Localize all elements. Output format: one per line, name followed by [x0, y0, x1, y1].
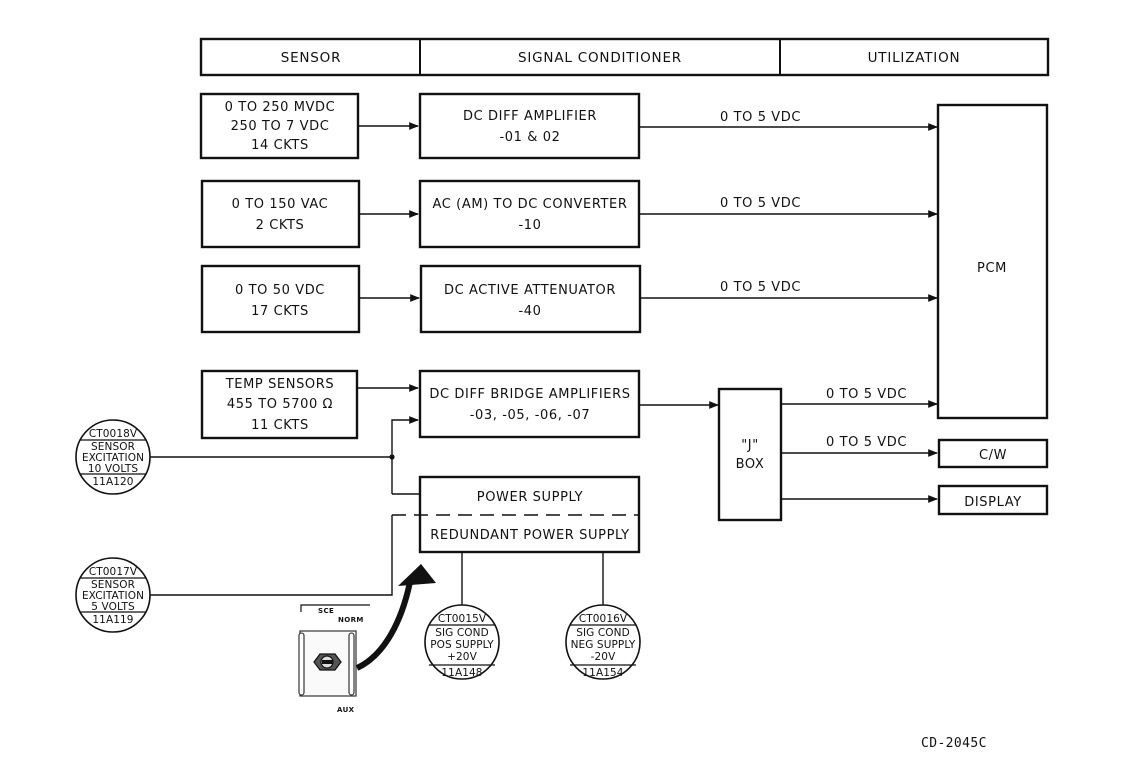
gauge-line: SENSOR [91, 579, 135, 591]
gauge-line: EXCITATION [82, 590, 144, 602]
gauge-line: NEG SUPPLY [571, 639, 636, 651]
switch-bracket [300, 604, 370, 612]
signal-label: 0 TO 5 VDC [826, 387, 907, 402]
gauge-line: 10 VOLTS [88, 463, 138, 475]
sensor-line: TEMP SENSORS [225, 377, 335, 392]
conditioner-line: -01 & 02 [500, 130, 561, 145]
sensor-line: 11 CKTS [251, 418, 309, 433]
sensor-line: 0 TO 250 MVDC [225, 100, 336, 115]
header-frame [199, 37, 1050, 77]
sensor-line: 2 CKTS [256, 218, 305, 233]
signal-label: 0 TO 5 VDC [720, 280, 801, 295]
gauge-line: -20V [591, 651, 616, 663]
conditioner-line: DC ACTIVE ATTENUATOR [444, 283, 616, 298]
gauge-ref: 11A154 [582, 667, 623, 679]
sensor-line: 14 CKTS [251, 138, 309, 153]
gauge-ct0018v: CT0018V SENSOR EXCITATION 10 VOLTS 11A12… [75, 419, 151, 495]
gauge-id: CT0017V [89, 566, 138, 578]
power-supply-box: POWER SUPPLY REDUNDANT POWER SUPPLY [392, 475, 641, 554]
jbox-label: "J" [741, 438, 759, 453]
jbox-label: BOX [736, 457, 765, 472]
gauge-ct0015v: CT0015V SIG COND POS SUPPLY +20V 11A148 [424, 604, 500, 680]
conditioner-box-1: DC DIFF AMPLIFIER -01 & 02 [418, 92, 641, 160]
power-supply-label: POWER SUPPLY [477, 490, 583, 505]
header-sensor: SENSOR [281, 50, 342, 66]
switch-aux-label: AUX [337, 706, 355, 714]
conditioner-line: -40 [518, 304, 541, 319]
signal-label: 0 TO 5 VDC [720, 196, 801, 211]
conditioner-line: DC DIFF BRIDGE AMPLIFIERS [429, 387, 630, 402]
jbox: "J" BOX [717, 387, 783, 522]
sensor-line: 250 TO 7 VDC [231, 119, 330, 134]
gauge-line: SENSOR [91, 441, 135, 453]
pcm-label: PCM [977, 261, 1007, 276]
gauge-line: SIG COND [435, 627, 489, 639]
header-utilization: UTILIZATION [868, 50, 961, 66]
gauge-id: CT0016V [579, 613, 628, 625]
sensor-box-3: 0 TO 50 VDC 17 CKTS [200, 264, 361, 334]
conditioner-line: -10 [518, 218, 541, 233]
sensor-box-2: 0 TO 150 VAC 2 CKTS [200, 179, 361, 249]
curved-arrow-head [398, 564, 436, 586]
redundant-power-supply-label: REDUNDANT POWER SUPPLY [430, 528, 629, 543]
switch-rail [298, 632, 305, 696]
gauge-line: 5 VOLTS [91, 601, 135, 613]
junction-dot [389, 454, 395, 460]
switch-rail [348, 632, 355, 696]
gauge-id: CT0018V [89, 428, 138, 440]
gauge-line: EXCITATION [82, 452, 144, 464]
conditioner-line: -03, -05, -06, -07 [470, 408, 591, 423]
cw-label: C/W [979, 448, 1007, 463]
sensor-line: 0 TO 50 VDC [235, 283, 325, 298]
display-label: DISPLAY [964, 495, 1022, 510]
switch-title: SCE [318, 607, 334, 615]
sensor-line: 0 TO 150 VAC [232, 197, 329, 212]
figure-id: CD-2045C [921, 736, 987, 751]
sensor-line: 455 TO 5700 Ω [227, 397, 333, 412]
sensor-box-1: 0 TO 250 MVDC 250 TO 7 VDC 14 CKTS [199, 92, 360, 160]
column-header: SENSOR SIGNAL CONDITIONER UTILIZATION [199, 37, 1050, 77]
conditioner-box-bridge: DC DIFF BRIDGE AMPLIFIERS -03, -05, -06,… [418, 369, 641, 439]
gauge-ref: 11A120 [92, 476, 133, 488]
signal-label: 0 TO 5 VDC [720, 110, 801, 125]
gauge-id: CT0015V [438, 613, 487, 625]
gauge-line: +20V [447, 651, 477, 663]
signal-label: 0 TO 5 VDC [826, 435, 907, 450]
curved-arrow-shaft [355, 581, 413, 671]
gauge-ref: 11A119 [92, 614, 133, 626]
conditioner-line: AC (AM) TO DC CONVERTER [433, 197, 628, 212]
gauge-ct0017v: CT0017V SENSOR EXCITATION 5 VOLTS 11A119 [75, 557, 151, 633]
sensor-box-temp: TEMP SENSORS 455 TO 5700 Ω 11 CKTS [200, 369, 359, 440]
display-box: DISPLAY [937, 484, 1049, 516]
gauge-line: SIG COND [576, 627, 630, 639]
gauge-ref: 11A148 [441, 667, 482, 679]
gauge-line: POS SUPPLY [430, 639, 494, 651]
conditioner-box-3: DC ACTIVE ATTENUATOR -40 [419, 264, 642, 334]
wire-excitation-to-bridge [391, 416, 419, 494]
conditioner-box-2: AC (AM) TO DC CONVERTER -10 [418, 179, 641, 249]
sensor-line: 17 CKTS [251, 304, 309, 319]
header-signal-conditioner: SIGNAL CONDITIONER [518, 50, 682, 66]
sce-switch-panel: SCE NORM AUX [298, 604, 370, 714]
toggle-switch-icon[interactable] [313, 653, 342, 671]
wire-excitation-5v [150, 515, 393, 596]
conditioner-line: DC DIFF AMPLIFIER [463, 109, 597, 124]
switch-norm-label: NORM [338, 616, 364, 624]
gauge-ct0016v: CT0016V SIG COND NEG SUPPLY -20V 11A154 [565, 604, 641, 680]
pcm-box: PCM [936, 103, 1049, 420]
cw-box: C/W [937, 438, 1049, 469]
